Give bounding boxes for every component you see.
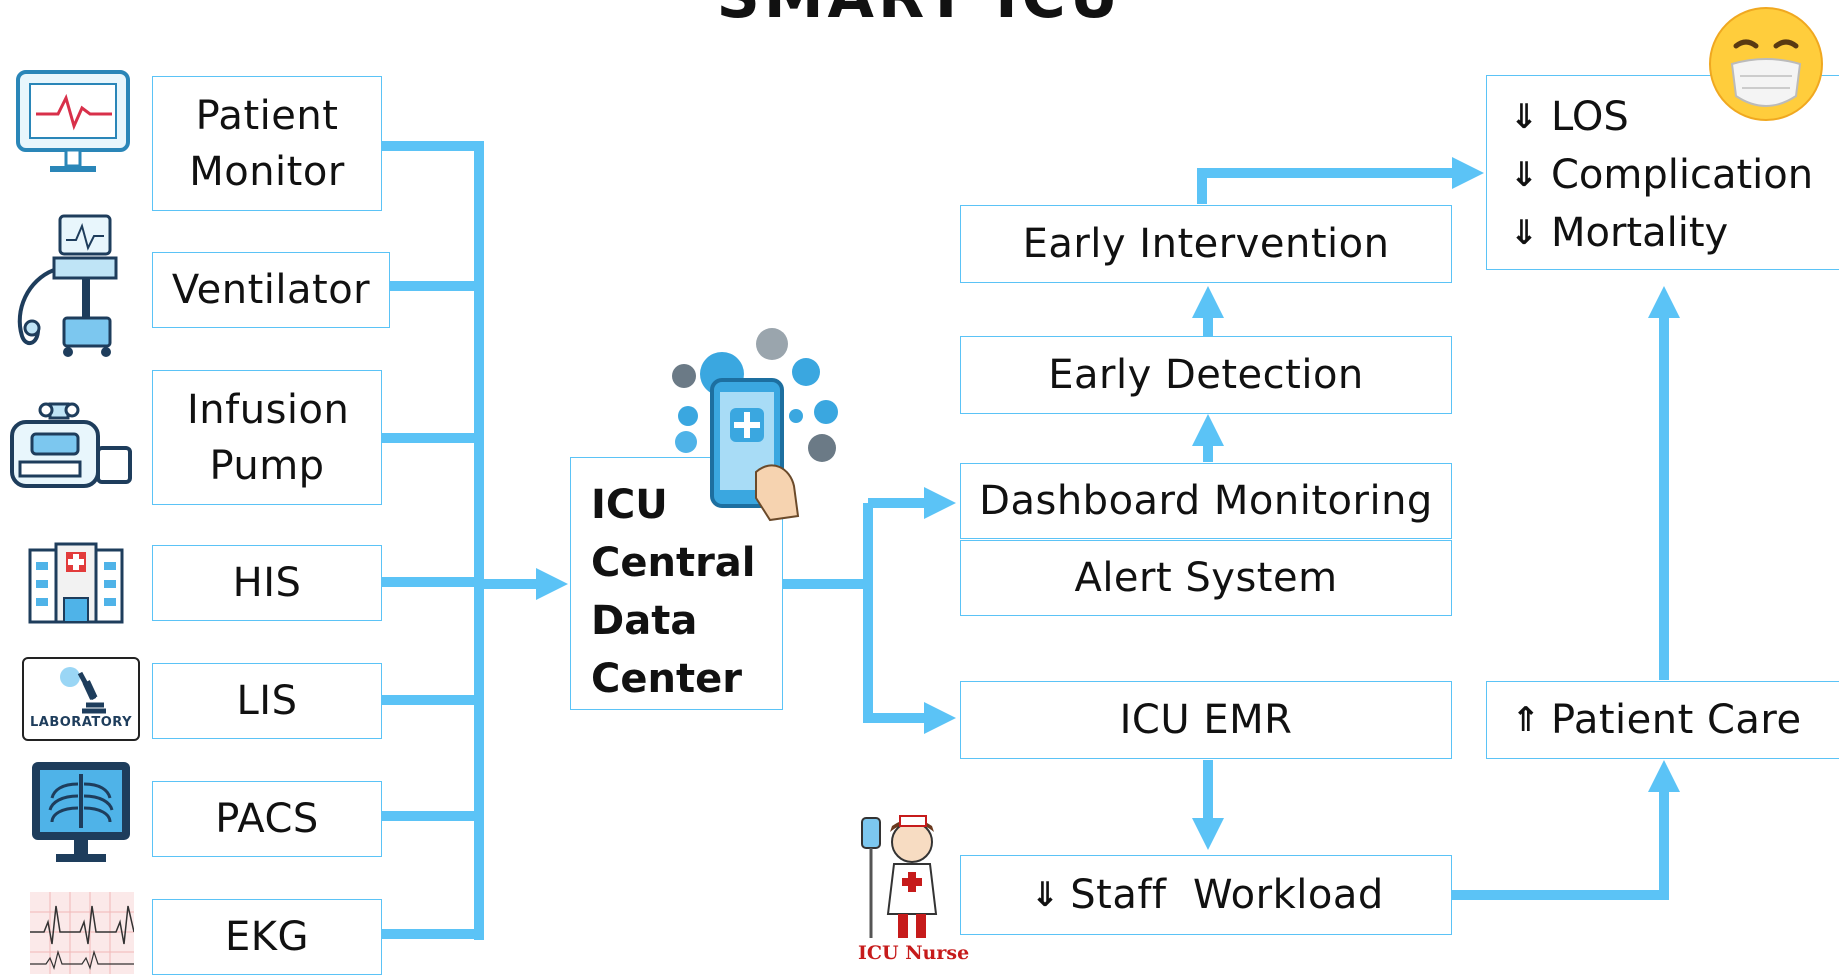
icu-emr-box: ICU EMR [960, 681, 1452, 759]
dashboard-monitoring-box: Dashboard Monitoring [960, 463, 1452, 539]
outcome-complication: ⇓Complication [1507, 146, 1839, 204]
ekg-strip-icon [30, 892, 134, 974]
patient-monitor-icon [16, 70, 130, 172]
microscope-icon [60, 667, 106, 714]
source-lis: LIS [152, 663, 382, 739]
infusion-pump-icon [10, 402, 132, 488]
up-arrow-icon: ⇑ [1511, 700, 1541, 740]
patient-care-box: ⇑ Patient Care [1486, 681, 1839, 759]
page-title: SMART ICU [0, 0, 1839, 32]
source-pacs: PACS [152, 781, 382, 857]
early-detection-box: Early Detection [960, 336, 1452, 414]
outcome-mortality: ⇓Mortality [1507, 204, 1839, 262]
ventilator-icon [17, 214, 118, 357]
connector-workload-to-care [1450, 760, 1680, 900]
nurse-label: ICU Nurse [858, 942, 970, 964]
down-arrow-icon: ⇓ [1030, 875, 1060, 915]
source-ekg: EKG [152, 899, 382, 975]
laboratory-label: LABORATORY [30, 715, 132, 730]
masked-face-icon [1709, 7, 1823, 121]
nurse-icon [861, 815, 938, 938]
smartphone-apps-icon [672, 328, 838, 522]
early-intervention-box: Early Intervention [960, 205, 1452, 283]
central-data-center: ICU Central Data Center [570, 457, 783, 710]
source-ventilator: Ventilator [152, 252, 390, 328]
source-patient-monitor: Patient Monitor [152, 76, 382, 211]
outcome-los: ⇓LOS [1507, 88, 1839, 146]
down-arrow-icon: ⇓ [1509, 155, 1539, 195]
staff-workload-box: ⇓ Staff Workload [960, 855, 1452, 935]
down-arrow-icon: ⇓ [1509, 97, 1539, 137]
outcomes-box: ⇓LOS ⇓Complication ⇓Mortality [1486, 75, 1839, 270]
laboratory-icon: LABORATORY [22, 657, 140, 741]
down-arrow-icon: ⇓ [1509, 213, 1539, 253]
hospital-icon [28, 542, 124, 624]
connector-to-emr [863, 584, 956, 734]
connector-patient-monitor [382, 141, 484, 940]
source-infusion-pump: Infusion Pump [152, 370, 382, 505]
xray-icon [32, 762, 130, 862]
alert-system-box: Alert System [960, 540, 1452, 616]
connector-intervention-to-outcomes [1197, 156, 1484, 204]
source-his: HIS [152, 545, 382, 621]
